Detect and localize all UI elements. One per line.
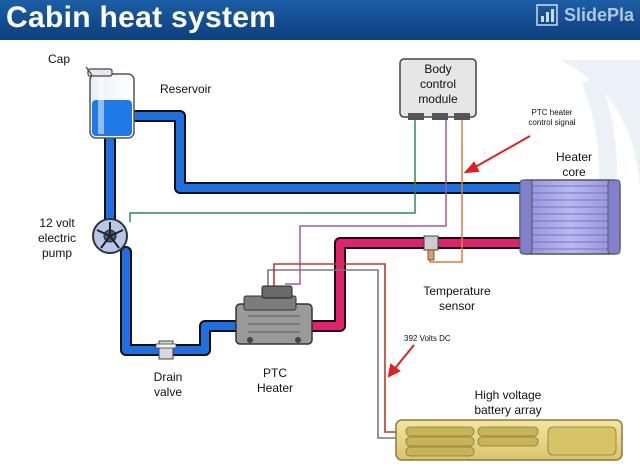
electric-pump	[92, 218, 128, 254]
ptc-signal-label-line2: control signal	[528, 118, 576, 127]
pump-label: 12 volt electric pump	[22, 216, 92, 261]
bcm-label-line2: control	[419, 77, 457, 91]
heater-core-label-line2: core	[562, 165, 586, 179]
bcm-label-line3: module	[418, 92, 458, 106]
brand-text: SlidePla	[563, 4, 634, 25]
callout-arrows	[387, 135, 531, 378]
brand-logo: SlidePla	[536, 4, 634, 26]
drain-valve-label: Drain valve	[142, 370, 194, 400]
temperature-sensor-label-line1: Temperature	[423, 284, 491, 298]
drain-valve-label-line2: valve	[153, 385, 182, 399]
ptc-signal-label: PTC heater control signal	[512, 108, 592, 128]
reservoir	[89, 73, 135, 139]
hv-battery-array	[395, 419, 623, 461]
battery-label-line2: battery array	[474, 403, 542, 417]
high-voltage-wires	[267, 263, 400, 439]
body-control-module	[399, 58, 477, 120]
temperature-sensor	[423, 235, 439, 261]
temperature-sensor-label: Temperature sensor	[412, 284, 502, 314]
heater-core-label: Heater core	[548, 150, 600, 180]
page-title: Cabin heat system	[6, 1, 277, 34]
ptc-heater-unit	[235, 285, 313, 345]
heater-core-label-line1: Heater	[555, 150, 593, 164]
reservoir-label: Reservoir	[160, 82, 212, 96]
ptc-signal-label-line1: PTC heater	[531, 108, 573, 117]
voltage-label: 392 Volts DC	[404, 334, 451, 343]
reservoir-cap	[85, 66, 113, 77]
bcm-label-line1: Body	[424, 62, 452, 76]
drain-valve-label-line1: Drain	[153, 370, 183, 384]
battery-label-line1: High voltage	[474, 388, 542, 402]
pump-label-line3: pump	[41, 246, 73, 260]
bcm-label: Body control module	[400, 62, 476, 107]
title-bar: Cabin heat system SlidePla	[0, 0, 640, 40]
cap-label: Cap	[48, 52, 71, 66]
slide-logo-icon	[536, 4, 558, 26]
ptc-heater-label-line2: Heater	[256, 381, 294, 395]
pump-label-line1: 12 volt	[39, 216, 75, 230]
cold-coolant-pipes	[102, 110, 526, 356]
ptc-heater-label-line1: PTC	[263, 366, 287, 380]
pump-label-line2: electric	[37, 231, 76, 245]
heater-core	[519, 179, 621, 255]
drain-valve	[155, 340, 177, 360]
temperature-sensor-label-line2: sensor	[438, 299, 476, 313]
ptc-heater-label: PTC Heater	[242, 366, 308, 396]
battery-label: High voltage battery array	[460, 388, 556, 418]
